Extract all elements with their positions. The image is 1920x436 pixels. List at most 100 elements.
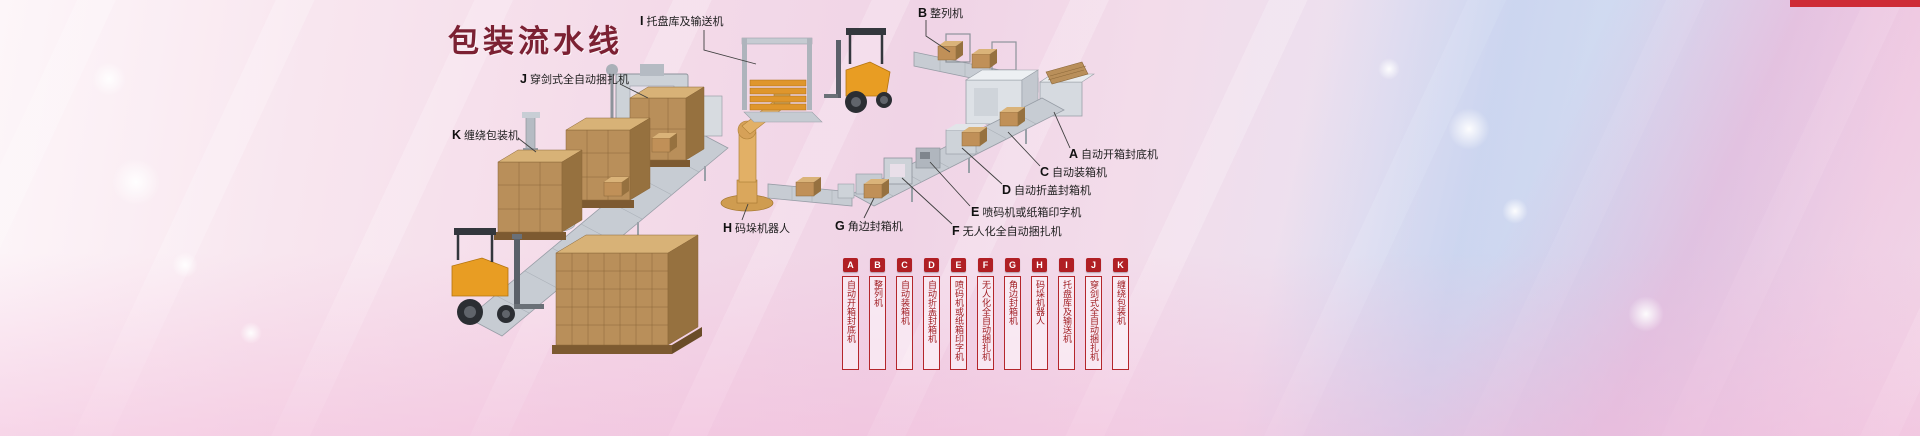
sparkle: [92, 62, 126, 96]
carton-box: [603, 133, 677, 197]
legend: A 自动开箱封底机 B 整列机 C 自动装箱机 D 自动折盖封箱机 E 喷码机或…: [841, 258, 1130, 370]
pallet-magazine: [741, 37, 823, 123]
callout-letter: A: [1069, 147, 1079, 161]
legend-box: 自动装箱机: [896, 276, 913, 370]
flap-folder-sealer: [945, 124, 986, 155]
legend-box: 无人化全自动捆扎机: [977, 276, 994, 370]
legend-badge: E: [951, 258, 966, 272]
sparkle: [1628, 296, 1664, 332]
pallet-stack: [494, 149, 583, 240]
forklift-icon: [824, 28, 892, 113]
legend-badge: A: [843, 258, 858, 272]
forklift-icon: [451, 228, 544, 325]
sparkle: [112, 158, 160, 206]
legend-box: 穿剑式全自动捆扎机: [1085, 276, 1102, 370]
callout-letter: C: [1040, 165, 1050, 179]
legend-badge: I: [1059, 258, 1074, 272]
sparkle: [1378, 58, 1400, 80]
legend-box: 喷码机或纸箱印字机: [950, 276, 967, 370]
legend-item-e: E 喷码机或纸箱印字机: [949, 258, 968, 370]
legend-item-f: F 无人化全自动捆扎机: [976, 258, 995, 370]
legend-item-g: G 角边封箱机: [1003, 258, 1022, 370]
callout-label: 缠绕包装机: [464, 130, 520, 142]
carton-box: [795, 107, 1025, 199]
legend-label: 码垛机器人: [1035, 280, 1045, 325]
callout-letter: F: [952, 224, 960, 238]
legend-label: 无人化全自动捆扎机: [981, 280, 991, 361]
legend-box: 缠绕包装机: [1112, 276, 1129, 370]
callout-label: 自动开箱封底机: [1081, 149, 1159, 161]
callout-letter: E: [971, 205, 980, 219]
callout-letter: J: [520, 72, 527, 86]
legend-box: 码垛机器人: [1031, 276, 1048, 370]
callout-letter: D: [1002, 183, 1012, 197]
legend-item-a: A 自动开箱封底机: [841, 258, 860, 370]
callout-label: 托盘库及输送机: [646, 16, 724, 28]
legend-item-c: C 自动装箱机: [895, 258, 914, 370]
legend-label: 穿剑式全自动捆扎机: [1089, 280, 1099, 361]
callout-label: 穿剑式全自动捆扎机: [529, 74, 629, 86]
legend-item-i: I 托盘库及输送机: [1057, 258, 1076, 370]
legend-label: 自动折盖封箱机: [927, 280, 937, 343]
callout-label: 喷码机或纸箱印字机: [982, 207, 1082, 219]
legend-badge: G: [1005, 258, 1020, 272]
callout-letter: G: [835, 219, 845, 233]
legend-item-d: D 自动折盖封箱机: [922, 258, 941, 370]
legend-label: 缠绕包装机: [1116, 280, 1126, 325]
callout-label: 角边封箱机: [847, 221, 903, 233]
legend-item-b: B 整列机: [868, 258, 887, 370]
callout-label: 自动折盖封箱机: [1014, 185, 1092, 197]
callout-label: 整列机: [930, 8, 964, 20]
sparkle: [1448, 108, 1490, 150]
callout-label: 码垛机器人: [735, 223, 791, 235]
legend-box: 自动开箱封底机: [842, 276, 859, 370]
top-right-red-strip: [1790, 0, 1920, 7]
legend-label: 自动开箱封底机: [846, 280, 856, 343]
callout-label: 无人化全自动捆扎机: [962, 226, 1062, 238]
legend-badge: D: [924, 258, 939, 272]
legend-label: 角边封箱机: [1008, 280, 1018, 325]
legend-badge: B: [870, 258, 885, 272]
legend-box: 角边封箱机: [1004, 276, 1021, 370]
legend-box: 托盘库及输送机: [1058, 276, 1075, 370]
legend-item-k: K 缠绕包装机: [1111, 258, 1130, 370]
sparkle: [172, 252, 198, 278]
legend-badge: J: [1086, 258, 1101, 272]
legend-badge: C: [897, 258, 912, 272]
legend-item-h: H 码垛机器人: [1030, 258, 1049, 370]
callout-letter: H: [723, 221, 733, 235]
legend-label: 自动装箱机: [900, 280, 910, 325]
callout-letter: K: [452, 128, 462, 142]
legend-badge: K: [1113, 258, 1128, 272]
legend-badge: F: [978, 258, 993, 272]
pallet-stack: [562, 117, 651, 208]
callout-label: 自动装箱机: [1052, 167, 1108, 179]
inkjet-printer: [915, 147, 941, 169]
legend-label: 整列机: [873, 280, 883, 307]
page-title: 包装流水线: [448, 24, 623, 59]
sparkle: [240, 322, 262, 344]
leader-lines: [517, 20, 1071, 225]
callout-letter: I: [640, 14, 644, 28]
legend-label: 喷码机或纸箱印字机: [954, 280, 964, 361]
callout-letter: B: [918, 6, 928, 20]
large-pallet-stack: [552, 234, 702, 354]
sparkle: [1502, 198, 1528, 224]
legend-label: 托盘库及输送机: [1062, 280, 1072, 343]
legend-box: 整列机: [869, 276, 886, 370]
legend-badge: H: [1032, 258, 1047, 272]
legend-item-j: J 穿剑式全自动捆扎机: [1084, 258, 1103, 370]
legend-box: 自动折盖封箱机: [923, 276, 940, 370]
